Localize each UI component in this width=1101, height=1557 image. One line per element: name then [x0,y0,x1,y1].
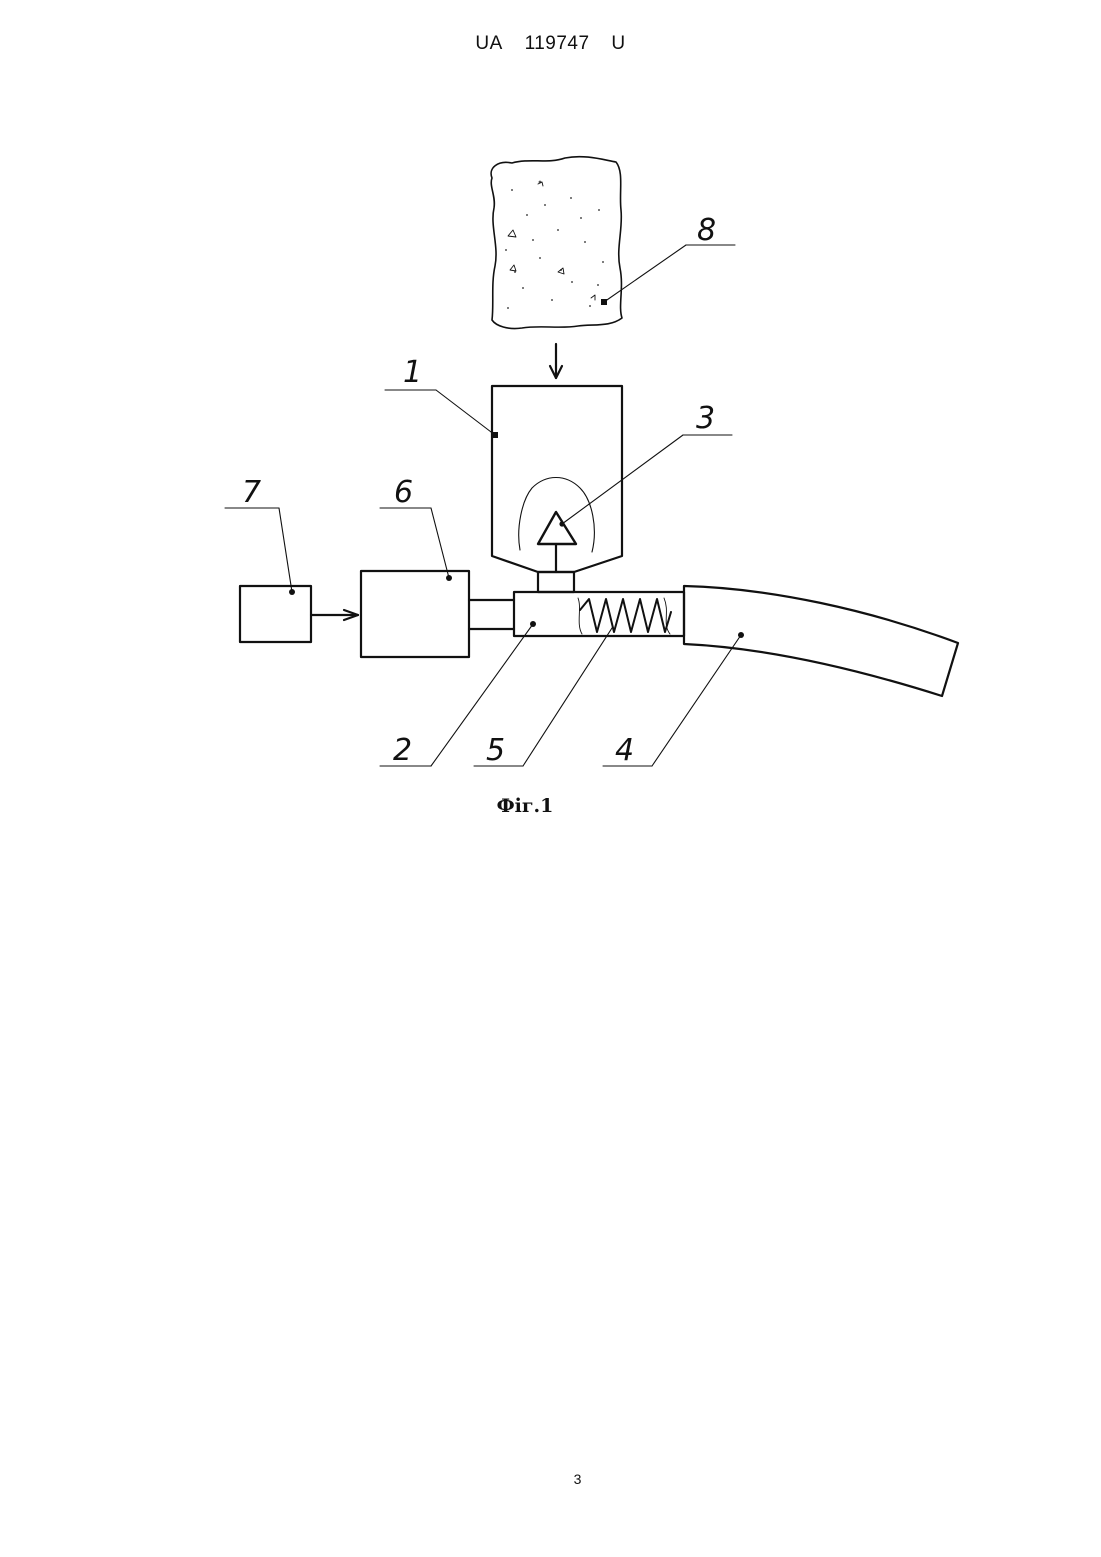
label-1: 1 [403,355,422,390]
page-number: 3 [0,1471,1101,1487]
label-6: 6 [394,475,413,510]
connector-6-to-2 [469,600,514,629]
label-5: 5 [486,733,505,768]
label-8: 8 [697,213,716,248]
hopper-neck [538,572,574,592]
label-2: 2 [393,733,412,768]
block-7 [240,586,311,642]
figure-caption: Фіг.1 [0,795,1050,817]
block-6 [361,571,469,657]
spring-5 [578,598,671,634]
feed-arrow [550,344,562,378]
leader-dots [289,299,744,638]
arrow-7-to-6 [311,610,358,620]
label-4: 4 [615,733,634,768]
hose-4 [684,586,958,696]
label-7: 7 [242,475,261,510]
pipe-2 [514,592,684,636]
pulsator-3 [538,512,576,572]
leader-lines [225,245,741,766]
label-3: 3 [696,401,715,436]
